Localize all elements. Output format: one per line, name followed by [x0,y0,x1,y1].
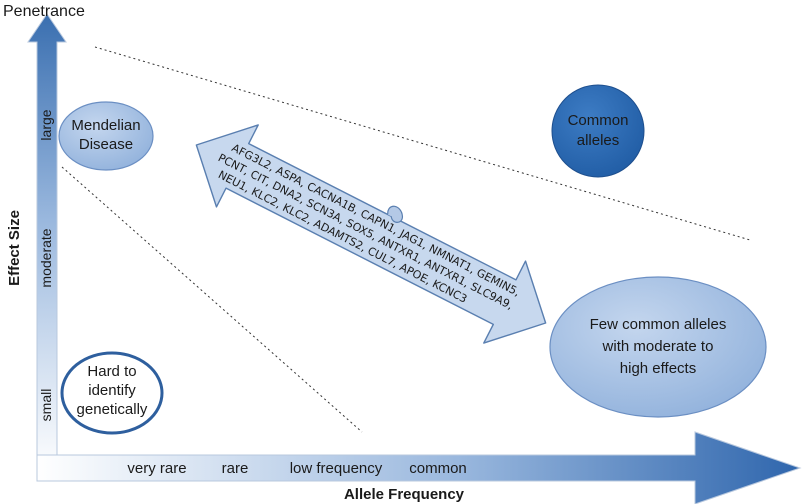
few-common-label-line3: high effects [620,360,696,377]
x-tick-rare: rare [222,460,249,477]
y-tick-large: large [38,109,54,140]
few-common-label-line1: Few common alleles [590,316,727,333]
hard-to-identify-bubble: Hard to identify genetically [60,351,164,435]
x-axis-arrow [36,431,802,504]
y-axis-title: Penetrance [3,3,85,20]
scroll-curl [387,205,404,223]
double-arrow-shape [195,124,547,344]
hard-label-line1: Hard to [87,363,136,380]
y-axis-label: Effect Size [6,210,23,286]
y-tick-moderate: moderate [38,228,54,287]
guide-line-bottom [61,166,363,433]
x-axis-label: Allele Frequency [344,486,465,503]
gene-list-line2: PCNT, CIT, DNA2, SCN3A, SOX5, ANTXR1, AN… [216,151,515,312]
hard-label-line3: genetically [77,401,148,418]
mendelian-label-line1: Mendelian [71,117,140,134]
x-tick-low-frequency: low frequency [290,460,383,477]
guide-line-top [94,46,751,241]
mendelian-label-line2: Disease [79,136,133,153]
x-tick-very-rare: very rare [127,460,186,477]
few-common-label-line2: with moderate to [602,338,714,355]
y-tick-small: small [38,389,54,422]
gene-list-line1: AFG3L2, ASPA, CACNA1B, CAPN1, JAG1, NMNA… [230,141,522,299]
hard-label-line2: identify [88,382,136,399]
common-label-line2: alleles [577,132,620,149]
gene-double-arrow: AFG3L2, ASPA, CACNA1B, CAPN1, JAG1, NMNA… [195,124,547,344]
common-alleles-bubble: Common alleles [551,84,645,178]
y-axis-arrow [27,13,67,475]
x-tick-common: common [409,460,467,477]
common-label-line1: Common [568,112,629,129]
mendelian-disease-bubble: Mendelian Disease [58,101,154,171]
few-common-alleles-bubble: Few common alleles with moderate to high… [549,276,767,418]
